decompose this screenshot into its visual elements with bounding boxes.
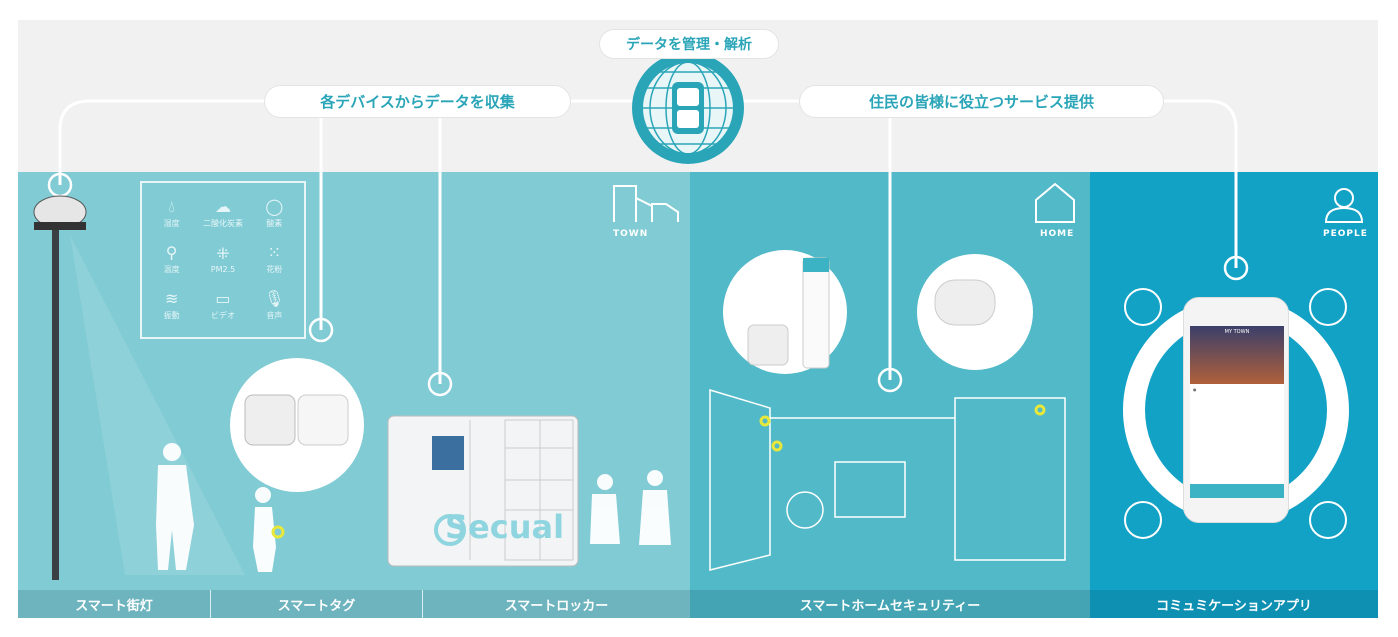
manage-analyze-label: データを管理・解析: [600, 30, 778, 58]
footer-smart-locker: スマートロッカー: [422, 590, 690, 618]
sensor-vibration: ≋振動: [163, 289, 180, 321]
sensor-voice: 🎙︎音声: [264, 289, 285, 321]
sensor-panel: 💧︎湿度 ☁︎二酸化炭素 ◯酸素 ⚲温度 ⁜PM2.5 ⁙花粉 ≋振動 ▭ビデオ…: [140, 181, 306, 339]
drop-icon: 💧︎: [168, 197, 175, 216]
town-label: TOWN: [613, 229, 649, 239]
vibration-icon: ≋: [164, 289, 179, 308]
mic-icon: 🎙︎: [264, 289, 285, 308]
sensor-oxygen: ◯酸素: [265, 197, 284, 229]
thermometer-icon: ⚲: [165, 243, 178, 262]
app-title: MY TOWN: [1190, 326, 1284, 384]
app-nav-bar: [1190, 484, 1284, 498]
sensor-video: ▭ビデオ: [210, 289, 235, 321]
phone-screen: MY TOWN ●: [1190, 326, 1284, 498]
locker-brand-logo: Secual: [445, 508, 565, 546]
collect-data-label: 各デバイスからデータを収集: [265, 86, 570, 117]
o2-icon: ◯: [265, 197, 284, 216]
sensor-co2: ☁︎二酸化炭素: [202, 197, 243, 229]
video-icon: ▭: [215, 289, 231, 308]
street-lamp-icon: [33, 195, 245, 580]
provide-service-label: 住民の皆様に役立つサービス提供: [800, 86, 1163, 117]
sensor-temperature: ⚲温度: [163, 243, 180, 275]
globe-icon: [632, 52, 744, 164]
people-label: PEOPLE: [1323, 229, 1368, 239]
footer-smart-home-security: スマートホームセキュリティー: [690, 590, 1090, 618]
footer-communication-app: コミュミケーションアプリ: [1090, 590, 1378, 618]
sensor-pm25: ⁜PM2.5: [210, 244, 236, 275]
smart-locker: [387, 415, 579, 567]
cloud-icon: ☁︎: [214, 197, 231, 216]
sensor-pollen: ⁙花粉: [266, 243, 283, 275]
footer-smart-streetlight: スマート街灯: [18, 590, 210, 618]
smartphone: MY TOWN ●: [1183, 297, 1289, 523]
app-content: ●: [1193, 387, 1197, 392]
home-label: HOME: [1040, 229, 1075, 239]
pm25-icon: ⁜: [216, 244, 230, 263]
footer-smart-tag: スマートタグ: [210, 590, 422, 618]
sensor-humidity: 💧︎湿度: [163, 197, 180, 229]
pollen-icon: ⁙: [267, 243, 282, 262]
